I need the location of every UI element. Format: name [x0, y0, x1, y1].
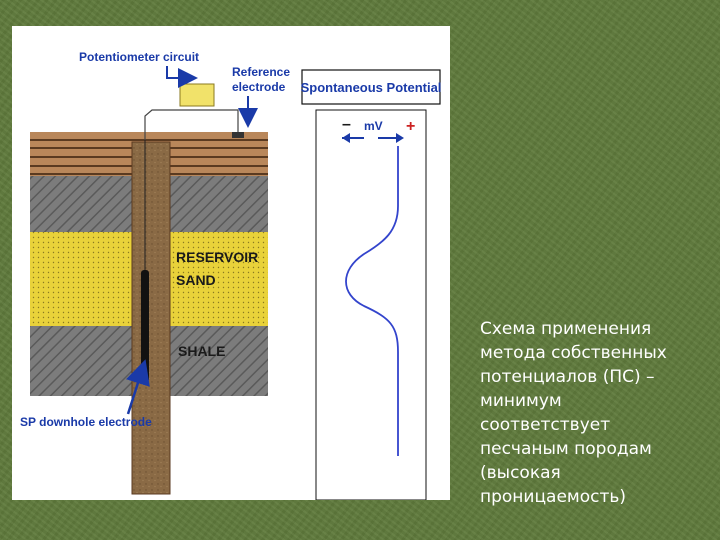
plus-sign: +: [406, 118, 415, 135]
reference-label-line1: Reference: [232, 65, 290, 79]
potentiometer-box: [179, 83, 215, 107]
sp-log-diagram: Potentiometer circuit Reference electrod…: [12, 26, 450, 500]
minus-sign: –: [342, 116, 351, 133]
sp-title-box: [301, 69, 441, 105]
sp-track: [315, 109, 427, 500]
downhole-electrode-tool: [141, 270, 149, 382]
diagram-svg: Potentiometer circuit Reference electrod…: [20, 50, 442, 500]
potentiometer-label: Potentiometer circuit: [79, 50, 199, 64]
shale-label: SHALE: [178, 343, 225, 359]
downhole-arrow: [125, 359, 150, 415]
reference-electrode: [232, 132, 244, 138]
mv-arrow-right-head: [396, 133, 404, 143]
potentiometer-arrow: [166, 66, 198, 88]
sp-curve: [345, 146, 399, 456]
reservoir-label-line2: SAND: [176, 272, 216, 288]
caption-text: Схема применения метода собственных поте…: [480, 319, 667, 507]
downhole-electrode-label: SP downhole electrode: [20, 415, 152, 429]
reservoir-label-line1: RESERVOIR: [176, 249, 258, 265]
borehole: [131, 141, 171, 495]
mv-arrow-left-head: [342, 133, 350, 143]
mv-unit-label: mV: [364, 119, 383, 133]
sp-title: Spontaneous Potential: [301, 80, 442, 95]
reference-label-line2: electrode: [232, 80, 286, 94]
